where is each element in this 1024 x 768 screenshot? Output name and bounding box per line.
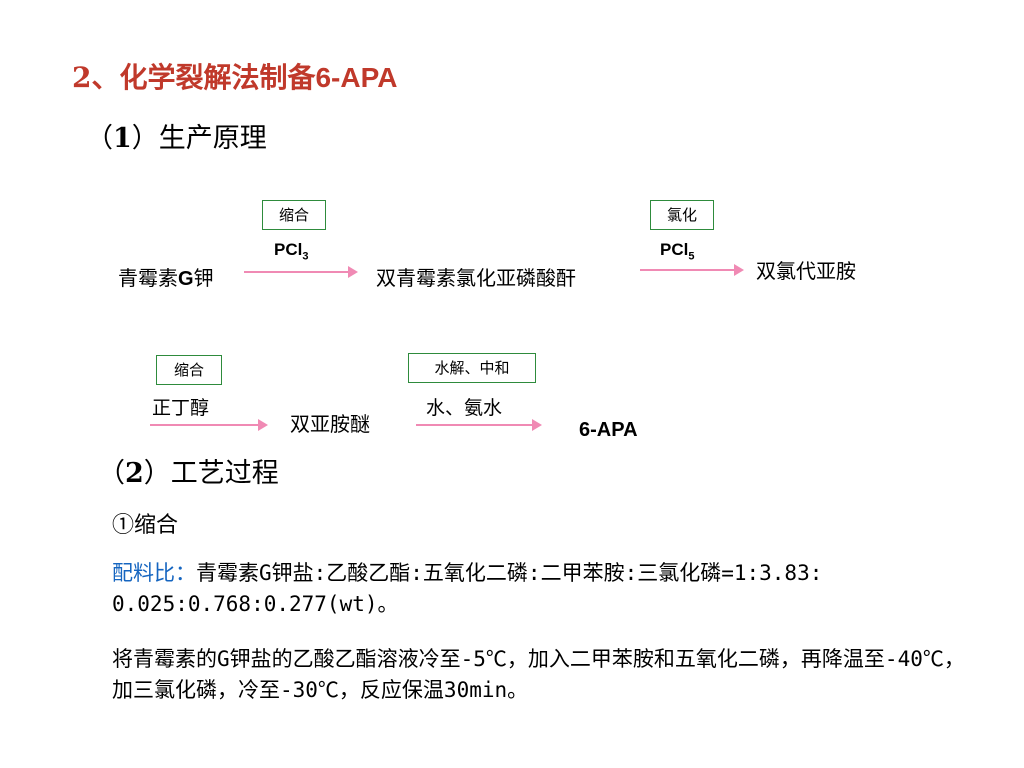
reagent-pcl3-sub: 3: [302, 250, 309, 263]
section-1-title: （1）生产原理: [86, 116, 267, 155]
reagent-water-ammonia: 水、氨水: [426, 397, 503, 419]
reagent-pcl5: PCl5: [660, 240, 694, 262]
reactant-text: 青霉素: [118, 266, 178, 290]
page-title: 2、化学裂解法制备6-APA: [72, 56, 397, 96]
ratio-label: 配料比：: [112, 561, 196, 585]
product-6-apa: 6-APA: [579, 419, 638, 441]
reagent-pcl5-text: PCl: [660, 240, 689, 259]
condition-box-4: 水解、中和: [408, 353, 536, 383]
title-latin: 6-APA: [315, 62, 398, 93]
reactant-tail: 钾: [193, 266, 214, 290]
section-2-num: 2: [125, 458, 144, 489]
condition-box-1: 缩合: [262, 200, 326, 230]
reagent-pcl3-text: PCl: [274, 240, 303, 259]
step-label-condensation: ①缩合: [112, 513, 179, 538]
arrow-1: [244, 266, 358, 278]
section-2-open: （: [98, 458, 125, 489]
ratio-paragraph: 配料比：青霉素G钾盐:乙酸乙酯:五氧化二磷:二甲苯胺:三氯化磷=1:3.83: …: [112, 558, 972, 620]
ratio-text: 青霉素G钾盐:乙酸乙酯:五氧化二磷:二甲苯胺:三氯化磷=1:3.83: 0.02…: [112, 561, 823, 616]
condition-box-3: 缩合: [156, 355, 222, 385]
condition-box-2: 氯化: [650, 200, 714, 230]
reagent-n-butanol: 正丁醇: [152, 397, 210, 419]
section-2-title: （2）工艺过程: [98, 451, 279, 490]
product-1: 双氯代亚胺: [756, 259, 856, 283]
arrow-4: [416, 419, 542, 431]
reactant-penicillin-g-potassium: 青霉素G钾: [118, 262, 214, 291]
arrow-3: [150, 419, 268, 431]
section-2-label: ）工艺过程: [143, 458, 279, 489]
reagent-pcl5-sub: 5: [688, 250, 695, 263]
section-1-open: （: [86, 123, 113, 154]
title-text: 2、化学裂解法制备: [72, 61, 316, 94]
arrow-2: [640, 264, 744, 276]
section-1-label: ）生产原理: [131, 123, 267, 154]
intermediate-2: 双亚胺醚: [290, 412, 370, 436]
section-1-num: 1: [113, 123, 132, 154]
reagent-pcl3: PCl3: [274, 240, 308, 262]
procedure-paragraph: 将青霉素的G钾盐的乙酸乙酯溶液冷至-5℃，加入二甲苯胺和五氧化二磷，再降温至-4…: [112, 647, 965, 702]
intermediate-1: 双青霉素氯化亚磷酸酐: [376, 266, 576, 290]
reactant-latin: G: [178, 268, 194, 290]
